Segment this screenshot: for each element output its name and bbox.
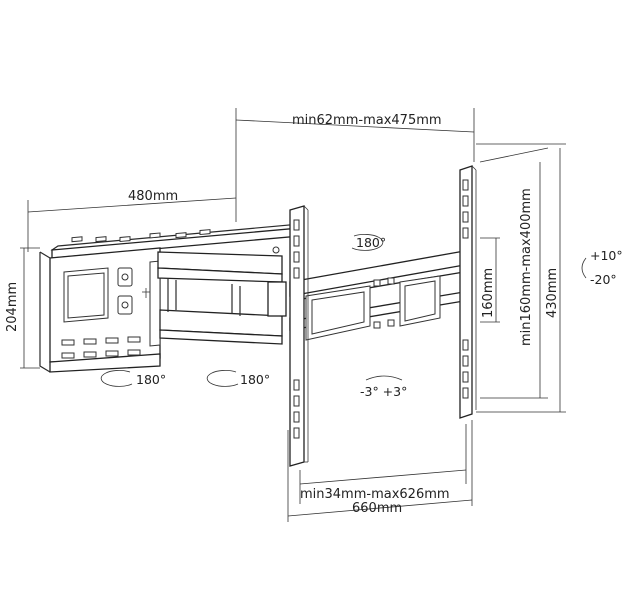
wall-swivel-label: 180° [136,372,166,387]
dimension-lines [20,108,566,522]
top-swivel-label: 180° [356,235,386,250]
vesa-vertical-range-label: min160mm-max400mm [519,188,534,346]
arm-swivel-label: 180° [240,372,270,387]
arm-swivel-arrow-icon [206,370,239,387]
tilt-down-label: -20° [590,272,617,287]
wall-plate-slots-bottom [61,336,141,359]
tv-bracket-height-label: 430mm [545,268,560,318]
rotation-indicators [100,234,587,387]
wall-swivel-arrow-icon [100,370,133,387]
level-adjust-label: -3° +3° [360,384,407,399]
tv-rail-right [459,165,477,419]
vesa-short-label: 160mm [481,268,496,318]
wall-plate [39,223,301,373]
tilt-up-label: +10° [590,248,623,263]
arm-extension-label: min62mm-max475mm [292,113,442,128]
wall-plate-width-label: 480mm [128,189,178,204]
wall-plate-slots-top [71,229,211,243]
articulating-arm [157,246,471,345]
tilt-arrow-icon [581,257,587,279]
tv-bracket-width-label: 660mm [352,501,402,516]
level-adjust-arrow-icon [365,375,403,381]
wall-plate-height-label: 204mm [5,282,20,332]
vesa-horizontal-range-label: min34mm-max626mm [300,487,450,502]
tv-rail-left [289,205,309,467]
top-swivel-arrow-icon [351,234,384,251]
